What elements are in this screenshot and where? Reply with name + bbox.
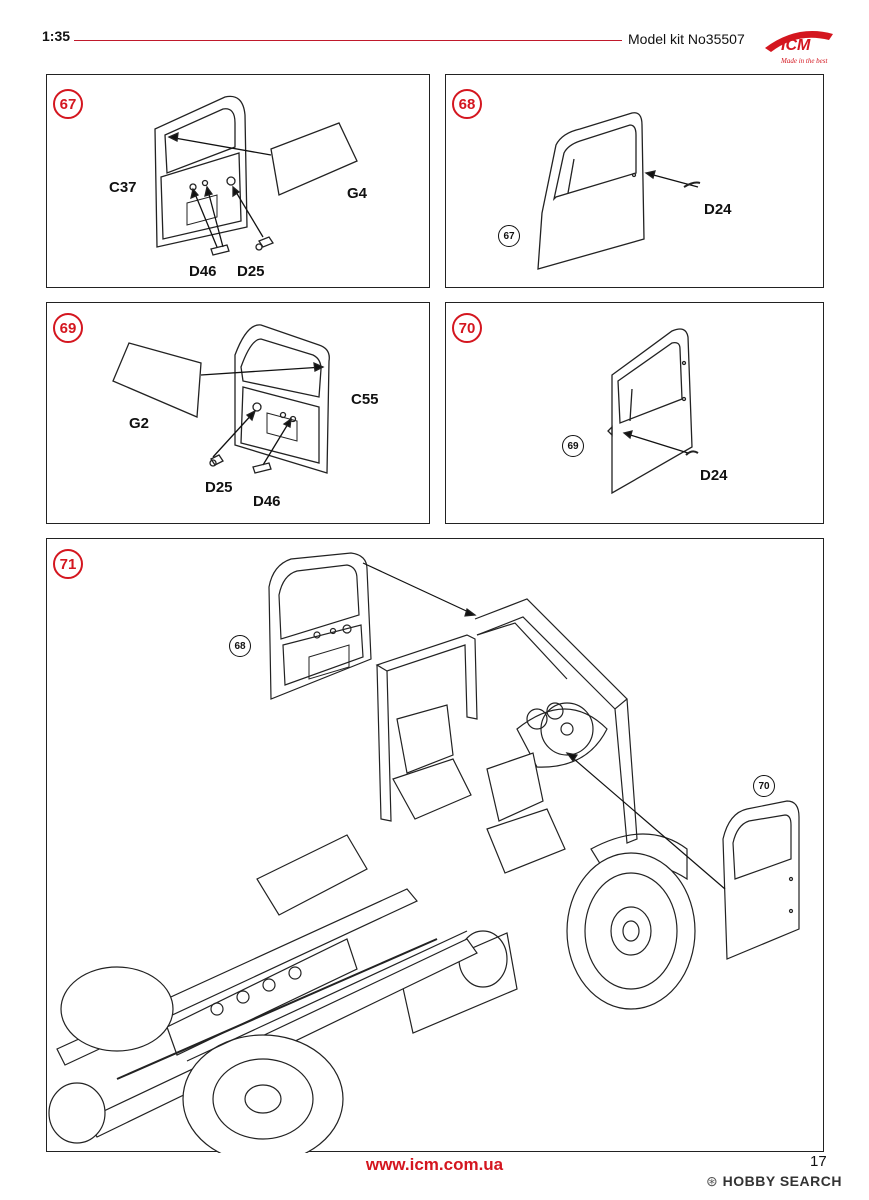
step-67-badge: 67 bbox=[53, 89, 83, 119]
step-67-panel: 67 C37 G4 D46 D25 bbox=[46, 74, 430, 288]
part-label: D24 bbox=[704, 201, 732, 218]
watermark: ⊛ HOBBY SEARCH bbox=[706, 1173, 842, 1190]
logo-text: ICM bbox=[781, 37, 811, 54]
step-70-badge: 70 bbox=[452, 313, 482, 343]
logo-tagline: Made in the best bbox=[780, 57, 829, 65]
icm-logo: ICM Made in the best bbox=[765, 31, 833, 65]
door-70 bbox=[722, 800, 800, 960]
step-68-panel: 68 67 D24 bbox=[445, 74, 824, 288]
header-rule bbox=[74, 40, 622, 41]
step-68-badge: 68 bbox=[452, 89, 482, 119]
kit-number: Model kit No35507 bbox=[628, 31, 745, 47]
part-label: D25 bbox=[237, 263, 265, 280]
part-label: C55 bbox=[351, 391, 379, 408]
watermark-icon: ⊛ bbox=[706, 1173, 723, 1189]
step-71-badge: 71 bbox=[53, 549, 83, 579]
scale-label: 1:35 bbox=[42, 28, 71, 44]
part-label: C37 bbox=[109, 179, 137, 196]
step-70-panel: 70 69 D24 bbox=[445, 302, 824, 524]
step-ref: 68 bbox=[229, 635, 251, 657]
part-label: D25 bbox=[205, 479, 233, 496]
step-ref: 67 bbox=[498, 225, 520, 247]
step-69-badge: 69 bbox=[53, 313, 83, 343]
page-number: 17 bbox=[810, 1153, 827, 1170]
step-69-panel: 69 C55 G2 D25 D46 bbox=[46, 302, 430, 524]
part-label: G4 bbox=[347, 185, 368, 202]
footer-url[interactable]: www.icm.com.ua bbox=[365, 1155, 504, 1174]
watermark-text: HOBBY SEARCH bbox=[722, 1173, 842, 1189]
door-68 bbox=[268, 552, 372, 700]
part-label: D46 bbox=[189, 263, 217, 280]
part-label: D46 bbox=[253, 493, 281, 510]
step-ref: 69 bbox=[562, 435, 584, 457]
step-71-panel: 71 68 70 bbox=[46, 538, 824, 1153]
part-label: D24 bbox=[700, 467, 728, 484]
part-label: G2 bbox=[129, 415, 150, 432]
step-ref: 70 bbox=[753, 775, 775, 797]
